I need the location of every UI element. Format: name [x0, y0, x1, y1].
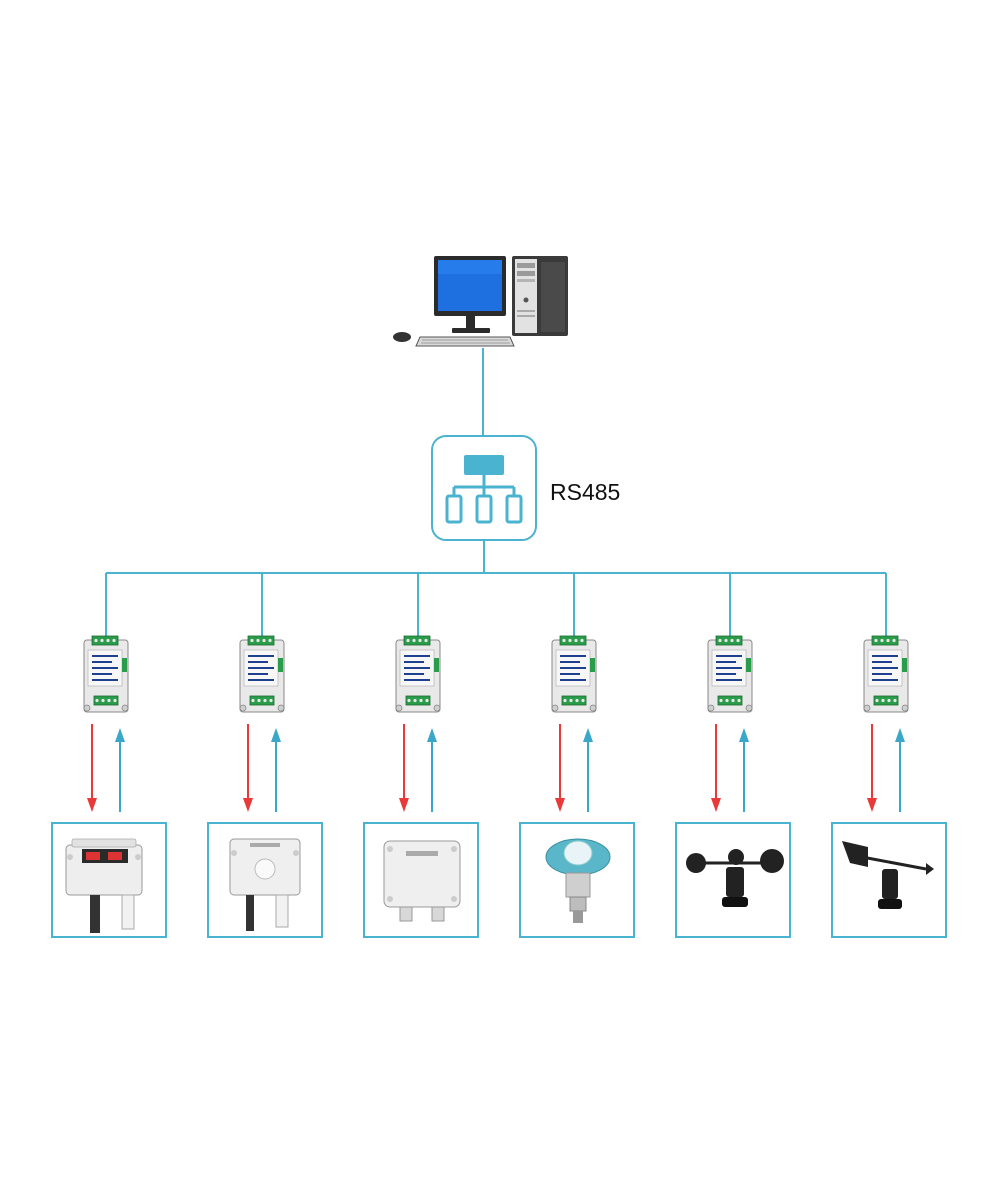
output-arrowhead — [555, 798, 565, 812]
output-arrowhead — [711, 798, 721, 812]
hub-label: RS485 — [550, 479, 620, 505]
io-module-3 — [395, 635, 441, 713]
desktop-computer-icon — [393, 256, 568, 347]
gas-transmitter-box-icon — [383, 840, 461, 922]
input-arrowhead — [115, 728, 125, 742]
input-arrowhead — [895, 728, 905, 742]
gas-transmitter-box — [363, 822, 479, 938]
pressure-transmitter — [519, 822, 635, 938]
wind-vane-icon — [842, 841, 934, 909]
io-module-1 — [83, 635, 129, 713]
output-arrowhead — [399, 798, 409, 812]
output-arrowhead — [243, 798, 253, 812]
input-arrowhead — [271, 728, 281, 742]
anemometer-icon — [686, 849, 784, 907]
light-sensor — [207, 822, 323, 938]
light-sensor-icon — [229, 838, 301, 931]
anemometer — [675, 822, 791, 938]
input-arrowhead — [427, 728, 437, 742]
network-hub-icon — [431, 435, 537, 541]
device-column-2 — [207, 573, 323, 938]
io-module-6 — [863, 635, 909, 713]
output-arrowhead — [867, 798, 877, 812]
input-arrowhead — [739, 728, 749, 742]
temperature-humidity-display-sensor — [51, 822, 167, 938]
device-column-4 — [519, 573, 635, 938]
io-module-5 — [707, 635, 753, 713]
temperature-humidity-display-sensor-icon — [65, 838, 143, 933]
io-module-4 — [551, 635, 597, 713]
io-module-2 — [239, 635, 285, 713]
input-arrowhead — [583, 728, 593, 742]
device-column-6 — [831, 573, 947, 938]
output-arrowhead — [87, 798, 97, 812]
device-column-3 — [363, 573, 479, 938]
pressure-transmitter-icon — [545, 838, 611, 923]
device-column-1 — [51, 573, 167, 938]
wind-vane — [831, 822, 947, 938]
device-column-5 — [675, 573, 791, 938]
